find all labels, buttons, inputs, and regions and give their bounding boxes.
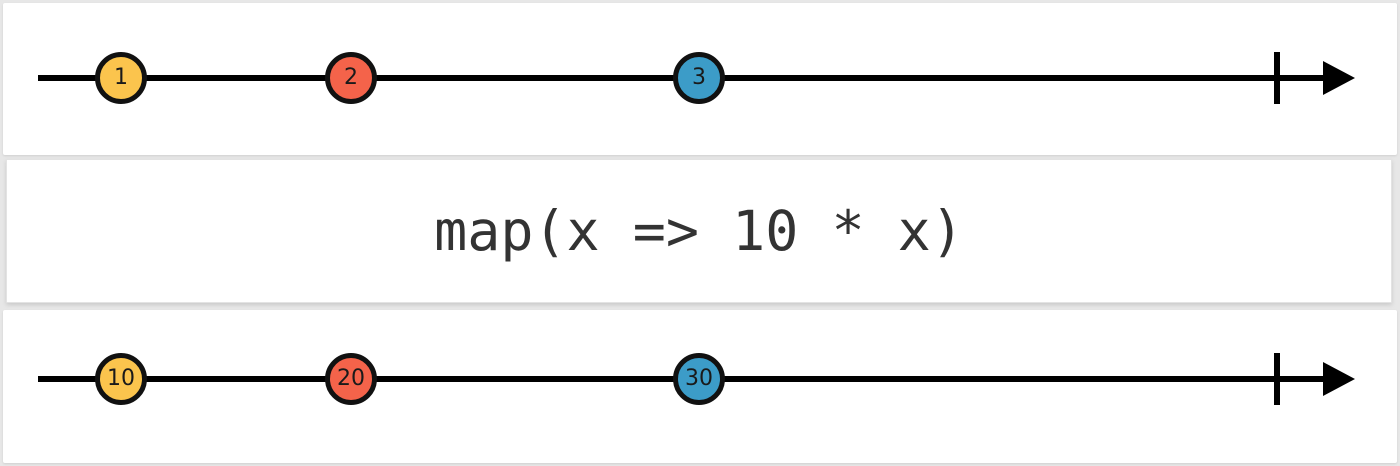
- marble-10[interactable]: 10: [95, 353, 147, 405]
- marble-value-label: 1: [114, 65, 128, 90]
- marble-value-label: 30: [685, 366, 713, 391]
- marble-value-label: 3: [692, 65, 706, 90]
- marble-20[interactable]: 20: [325, 353, 377, 405]
- marble-value-label: 2: [344, 65, 358, 90]
- marble-30[interactable]: 30: [673, 353, 725, 405]
- marble-value-label: 20: [337, 366, 365, 391]
- marble-2[interactable]: 2: [325, 52, 377, 104]
- operator-panel[interactable]: map(x => 10 * x): [6, 159, 1392, 303]
- marble-3[interactable]: 3: [673, 52, 725, 104]
- operator-label: map(x => 10 * x): [434, 198, 964, 263]
- marble-1[interactable]: 1: [95, 52, 147, 104]
- marble-value-label: 10: [107, 366, 135, 391]
